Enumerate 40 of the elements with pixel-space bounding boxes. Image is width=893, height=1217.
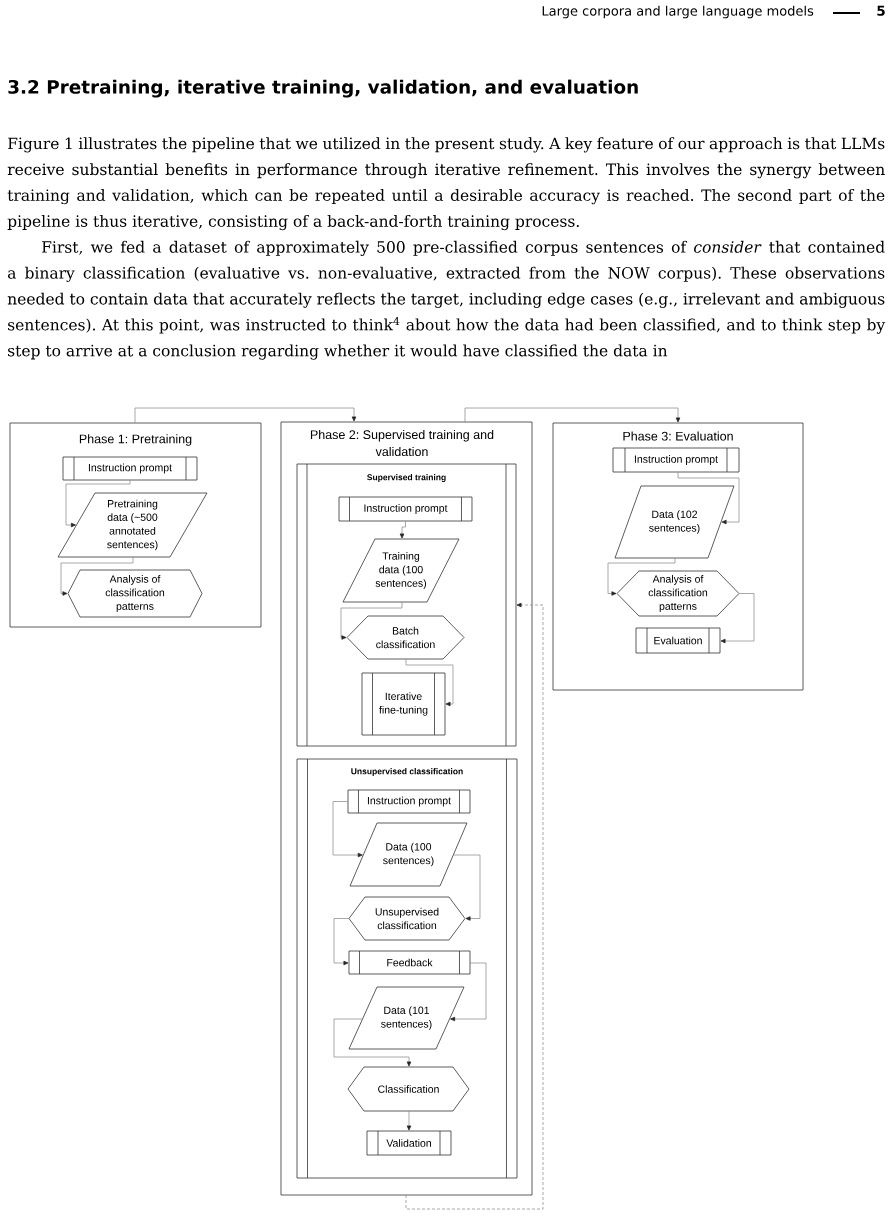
process-box: Instruction prompt xyxy=(612,447,740,473)
connector-arrow xyxy=(134,407,357,424)
data-parallelogram: Data (101 sentences) xyxy=(348,986,465,1050)
preparation-hexagon: Classification xyxy=(347,1066,470,1112)
connector-arrow xyxy=(452,854,481,921)
connector-arrow xyxy=(332,801,363,858)
connector-arrow xyxy=(677,471,740,525)
process-box: Validation xyxy=(366,1130,452,1156)
page-number: 5 xyxy=(877,5,885,16)
body-paragraph: Figure 1 illustrates the pipeline that we utilized in the present study. A key feature of our approach is that LLMs receive substantial benefits in performance through iterative refinement. This involves the synergy between training and validation, which can be repeated until a desirable accuracy is reached. The second part of the pipeline is thus iterative, consisting of a back-and-forth training process. xyxy=(7,137,885,231)
data-parallelogram: Pretraining data (~500 annotated sentences) xyxy=(57,492,208,558)
connector-arrow xyxy=(399,520,406,539)
data-parallelogram: Data (102 sentences) xyxy=(614,485,735,559)
preparation-hexagon: Analysis of classification patterns xyxy=(67,569,203,618)
data-parallelogram: Data (100 sentences) xyxy=(349,822,468,887)
process-box: Feedback xyxy=(348,950,471,975)
connector-arrow xyxy=(333,1018,412,1067)
connector-arrow xyxy=(720,593,755,644)
dashed-arrow xyxy=(405,602,544,1210)
process-box: Instruction prompt xyxy=(338,496,473,522)
running-header: Large corpora and large language models xyxy=(542,5,814,19)
preparation-hexagon: Unsupervised classification xyxy=(348,896,466,941)
section-heading: 3.2 Pretraining, iterative training, validation, and evaluation xyxy=(8,79,638,98)
data-parallelogram: Training data (100 sentences) xyxy=(342,538,460,603)
connector-arrow xyxy=(607,557,676,596)
connector-arrow xyxy=(450,962,487,1022)
preparation-hexagon: Analysis of classification patterns xyxy=(616,570,740,617)
process-box: Instruction prompt xyxy=(62,456,198,481)
connector-arrow xyxy=(60,556,134,596)
body-paragraph: First, we fed a dataset of approximately 500 pre-classified corpus sentences of consider that contained a binary classification (evaluative vs. non-evaluative, extracted from the NOW corpus). These observations needed to contain data that accurately reflects the target, including edge cases (e.g., irrelevant and ambiguous sentences). At this point, was instructed to think$^{4}$ about how the data had been classified, and to think step by step to arrive at a conclusion regarding whether it would have classified the data in xyxy=(7,240,886,360)
connector-arrow xyxy=(65,479,131,528)
process-box: Iterative fine-tuning xyxy=(361,672,446,736)
process-box: Evaluation xyxy=(635,627,721,654)
connector-arrow xyxy=(406,1110,412,1131)
connector-arrow xyxy=(464,407,681,423)
connector-arrow xyxy=(340,601,403,640)
connector-arrow xyxy=(405,658,454,707)
connector-arrow xyxy=(333,918,350,966)
process-box: Instruction prompt xyxy=(347,789,471,814)
preparation-hexagon: Batch classification xyxy=(346,615,465,660)
